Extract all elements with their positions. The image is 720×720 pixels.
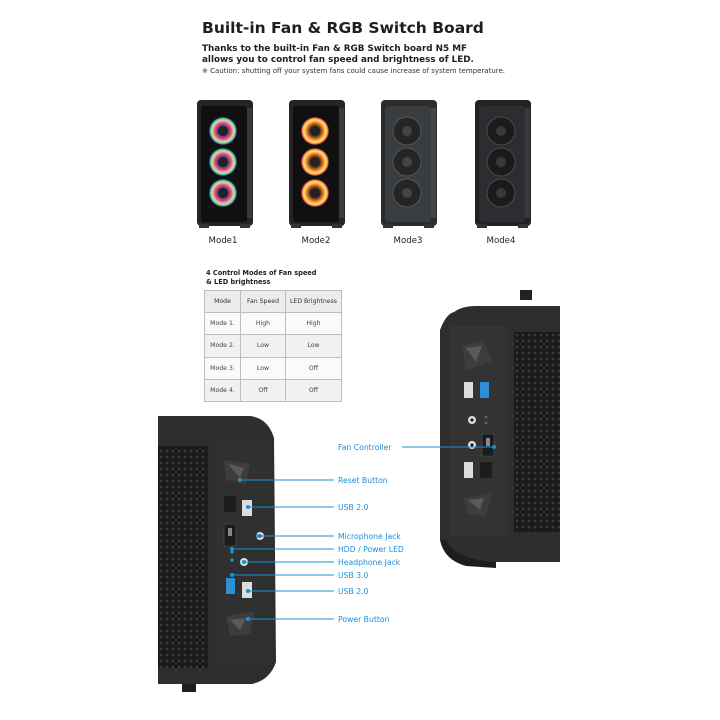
caution-note: ※ Caution: shutting off your system fans… xyxy=(202,67,506,75)
case-mode-3 xyxy=(380,100,438,230)
table-row: Mode 3. Low Off xyxy=(204,356,342,380)
intro-line-2: allows you to control fan speed and brig… xyxy=(202,55,474,65)
cell-fan-speed: Off xyxy=(240,378,286,402)
callout-usb20-a: USB 2.0 xyxy=(338,503,369,512)
modes-table: Mode Fan Speed LED Brightness Mode 1. Hi… xyxy=(204,289,342,402)
cell-mode: Mode 4. xyxy=(204,378,241,402)
mode-label-3: Mode3 xyxy=(393,236,423,246)
header-led-brightness: LED Brightness xyxy=(285,289,342,314)
cell-led: High xyxy=(285,312,342,336)
callout-power-button: Power Button xyxy=(338,615,390,624)
mode-label-4: Mode4 xyxy=(486,236,516,246)
cell-fan-speed: Low xyxy=(240,334,286,358)
cell-fan-speed: High xyxy=(240,312,286,336)
cell-led: Off xyxy=(285,378,342,402)
table-caption: 4 Control Modes of Fan speed & LED brigh… xyxy=(206,269,317,287)
table-row: Mode 4. Off Off xyxy=(204,378,342,402)
callout-fan-controller: Fan Controller xyxy=(338,443,392,452)
case-mode-2 xyxy=(288,100,346,230)
table-row: Mode 2. Low Low xyxy=(204,334,342,358)
table-caption-line-2: & LED brightness xyxy=(206,278,271,286)
callout-reset-button: Reset Button xyxy=(338,476,388,485)
callout-hdd-power-led: HDD / Power LED xyxy=(338,545,404,554)
page-title: Built-in Fan & RGB Switch Board xyxy=(202,19,484,37)
cell-mode: Mode 2. xyxy=(204,334,241,358)
mode-label-2: Mode2 xyxy=(301,236,331,246)
intro-line-1: Thanks to the built-in Fan & RGB Switch … xyxy=(202,44,467,54)
case-front-panel-left xyxy=(158,412,278,692)
table-row: Mode 1. High High xyxy=(204,312,342,336)
table-caption-line-1: 4 Control Modes of Fan speed xyxy=(206,269,317,277)
callout-usb20-b: USB 2.0 xyxy=(338,587,369,596)
cell-mode: Mode 3. xyxy=(204,356,241,380)
mode-label-1: Mode1 xyxy=(208,236,238,246)
case-top-panel-right xyxy=(436,290,560,570)
case-mode-4 xyxy=(474,100,532,230)
case-mode-1 xyxy=(196,100,254,230)
header-fan-speed: Fan Speed xyxy=(240,289,286,314)
cell-led: Off xyxy=(285,356,342,380)
callout-headphone-jack: Headphone Jack xyxy=(338,558,401,567)
callout-usb30: USB 3.0 xyxy=(338,571,369,580)
callout-microphone-jack: Microphone Jack xyxy=(338,532,401,541)
